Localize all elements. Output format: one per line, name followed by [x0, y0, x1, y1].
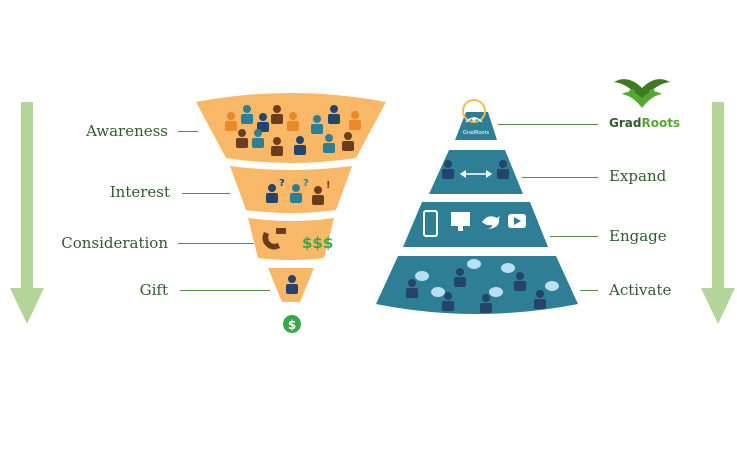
- pyramid: [376, 112, 578, 314]
- coin-symbol: $: [288, 318, 296, 332]
- person-icon: [294, 136, 306, 155]
- label-gift: Gift: [139, 281, 168, 299]
- pyramid-engage-segment: [403, 202, 548, 247]
- person-icon: [290, 184, 302, 203]
- person-icon: [241, 105, 253, 124]
- chat-bubble-icon: [545, 281, 559, 291]
- person-icon: [271, 137, 283, 156]
- person-icon: [252, 129, 264, 148]
- leader-activate: [580, 290, 598, 291]
- leader-engage: [550, 236, 598, 237]
- pyramid-expand-segment: [429, 150, 523, 194]
- person-icon: [323, 134, 335, 153]
- leader-expand: [522, 177, 598, 178]
- pyramid-activate-segment: [376, 256, 578, 314]
- chat-bubble-icon: [467, 259, 481, 269]
- funnel-interest-segment: [230, 166, 352, 213]
- chat-bubble-icon: [489, 287, 503, 297]
- label-consideration: Consideration: [61, 234, 168, 252]
- leader-awareness: [178, 131, 198, 132]
- bird-icon: [482, 216, 500, 229]
- person-icon: [342, 132, 354, 151]
- right-down-arrow: [701, 102, 735, 324]
- interest-people: [266, 184, 324, 205]
- person-icon: [311, 115, 323, 134]
- person-icon: [442, 160, 454, 179]
- left-down-arrow: [10, 102, 44, 324]
- person-icon: [312, 186, 324, 205]
- interest-mark: ?: [279, 178, 285, 189]
- mini-logo-icon: [465, 117, 483, 123]
- monitor-icon: [451, 212, 470, 231]
- expand-icons: [442, 160, 509, 179]
- person-icon: [514, 272, 526, 291]
- leader-gift: [180, 290, 270, 291]
- person-icon: [287, 112, 299, 131]
- person-icon: [497, 160, 509, 179]
- gradroots-logo-text: GradRoots: [609, 116, 680, 130]
- interest-mark: ?: [303, 178, 309, 189]
- awareness-people: [225, 105, 361, 156]
- label-engage: Engage: [609, 227, 667, 245]
- person-icon: [257, 113, 269, 132]
- funnel-consideration-segment: [248, 218, 334, 260]
- engage-icons: [423, 210, 526, 237]
- mobile-phone-icon: [423, 210, 438, 237]
- chat-bubble-icon: [431, 287, 445, 297]
- person-icon: [225, 112, 237, 131]
- mini-logo-text: GradRoots: [463, 130, 489, 136]
- dollar-signs: $$$: [302, 234, 333, 252]
- person-icon: [328, 105, 340, 124]
- dollar-coin-icon: [283, 315, 301, 333]
- person-icon: [406, 279, 418, 298]
- play-button-icon: [508, 214, 526, 228]
- chat-bubble-icon: [501, 263, 515, 273]
- label-activate: Activate: [609, 281, 672, 299]
- logo-part-grad: Grad: [609, 116, 642, 130]
- person-icon: [271, 105, 283, 124]
- phone-icon: [262, 228, 286, 250]
- person-icon: [236, 129, 248, 148]
- label-interest: Interest: [109, 183, 170, 201]
- leader-consideration: [178, 243, 254, 244]
- logo-ring: [462, 99, 486, 123]
- person-icon: [534, 290, 546, 309]
- chat-bubble-icon: [415, 271, 429, 281]
- person-icon: [286, 275, 298, 294]
- interest-mark: !: [326, 180, 331, 191]
- person-icon: [442, 292, 454, 311]
- double-arrow-icon: [460, 170, 492, 178]
- person-icon: [349, 111, 361, 130]
- logo-part-roots: Roots: [641, 116, 681, 130]
- label-expand: Expand: [609, 167, 667, 185]
- person-icon: [480, 294, 492, 313]
- label-awareness: Awareness: [86, 122, 168, 140]
- gradroots-logo-icon: [614, 79, 670, 108]
- person-icon: [266, 184, 278, 203]
- person-icon: [454, 268, 466, 287]
- leader-interest: [182, 193, 230, 194]
- leader-logo: [498, 124, 598, 125]
- activate-icons: [406, 259, 559, 313]
